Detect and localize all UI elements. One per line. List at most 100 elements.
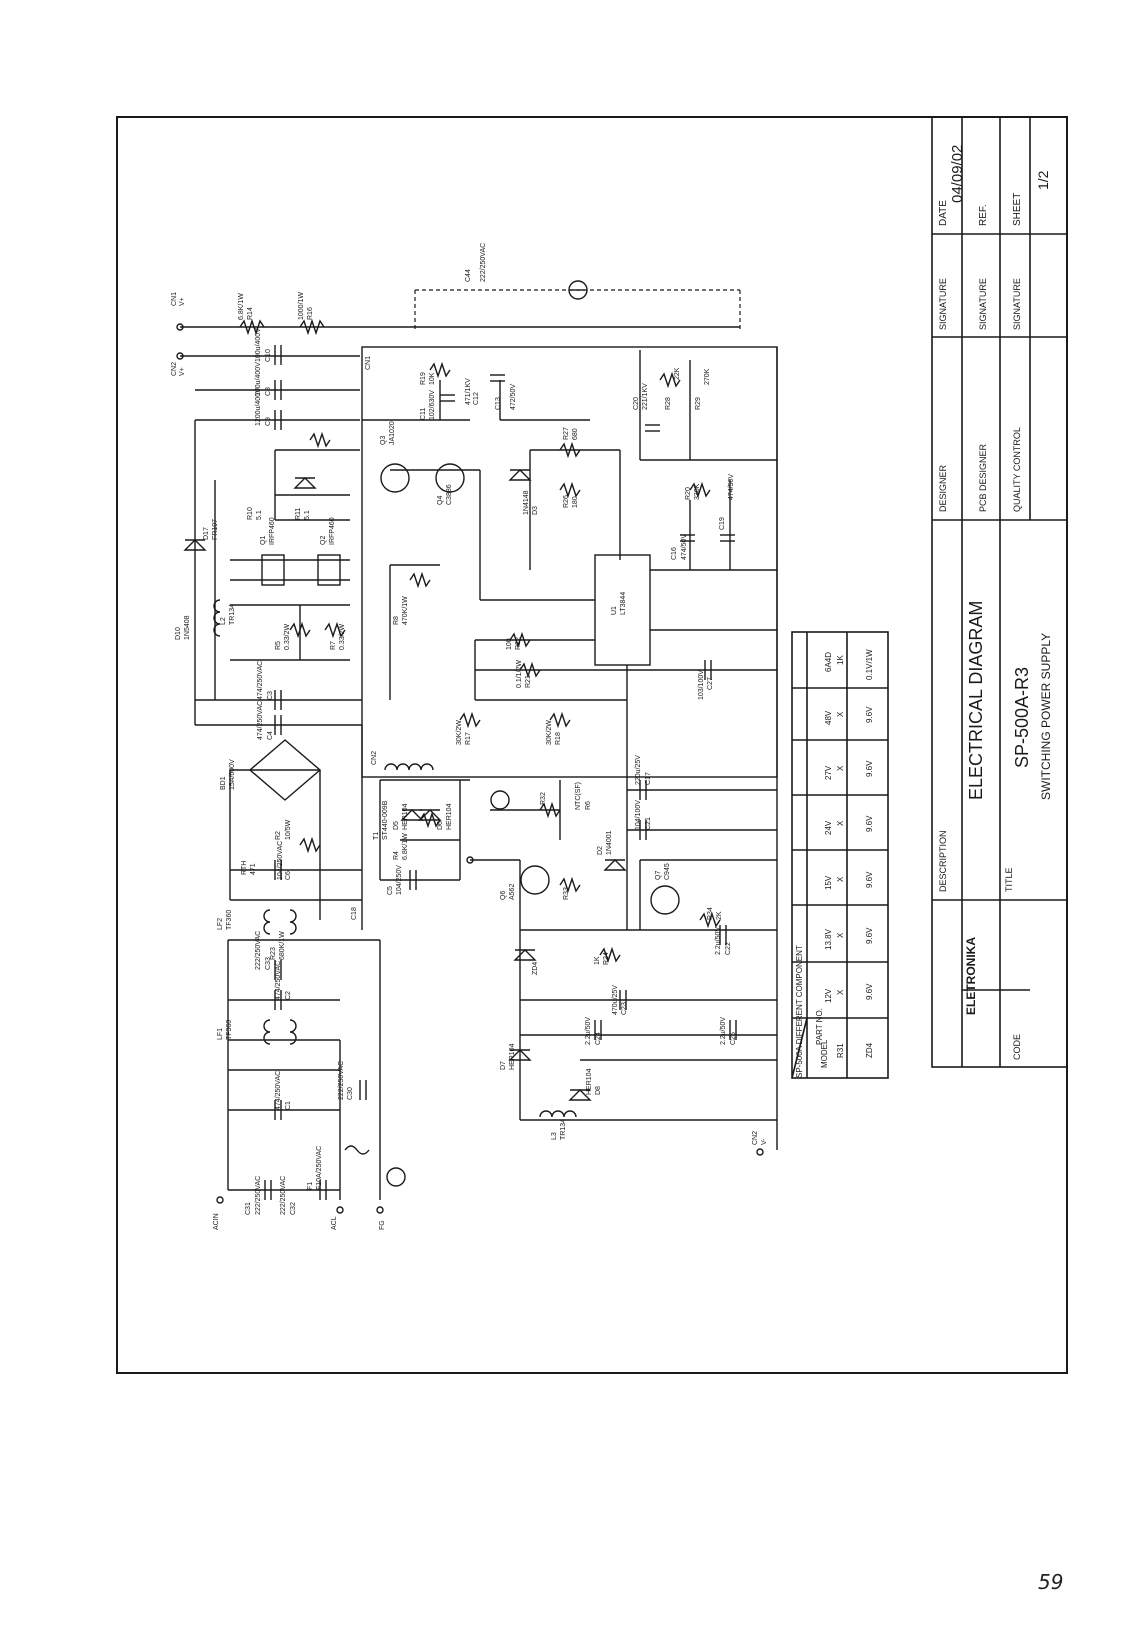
label-q2: Q2 [320, 536, 327, 545]
label-t1-val: ST440-009B [382, 800, 389, 840]
sheet-label: SHEET [1012, 193, 1023, 226]
parts-table-header: SP-500A DIFFERENT COMPONENT [795, 945, 804, 1078]
label-cn2-bottom: CN2 [752, 1131, 759, 1145]
label-d10: D10 [175, 627, 182, 640]
label-r4-val: 6.8K/1W [402, 833, 409, 860]
signature-label-2: SIGNATURE [978, 278, 988, 330]
label-f1-val: F10A/250VAC [316, 1146, 323, 1190]
signature-label-3: SIGNATURE [1012, 278, 1022, 330]
label-d8: D8 [595, 1086, 602, 1095]
label-r16-val: 1000/1W [298, 292, 305, 320]
label-r19: R19 [420, 372, 427, 385]
label-c5: C5 [387, 886, 394, 895]
label-d3-val: 1N4148 [523, 490, 530, 515]
label-bd1: BD1 [220, 776, 227, 790]
label-c12: C12 [473, 392, 480, 405]
label-r28: R28 [665, 397, 672, 410]
label-q4: Q4 [437, 496, 444, 505]
parts-cell: 1K [836, 655, 845, 665]
title-block-text: DATE 04/09/02 REF. SHEET 1/2 SIGNATURE S… [938, 145, 1053, 1060]
parts-cell: 0.1V/1W [865, 649, 874, 680]
parts-cell: X [836, 711, 845, 717]
label-d5: D5 [393, 821, 400, 830]
label-r18-val: 30K/2W [546, 720, 553, 745]
parts-cell: 9.6V [865, 815, 874, 832]
pcb-designer-label: PCB DESIGNER [978, 443, 988, 512]
label-r27: R27 [563, 427, 570, 440]
label-u1: U1 [611, 606, 618, 615]
parts-table-model-label: MODEL [820, 1039, 829, 1068]
label-d17-val: FR107 [212, 519, 219, 540]
signature-label-1: SIGNATURE [938, 278, 948, 330]
label-r24-val: 1K [594, 956, 601, 965]
label-c5-val: 104/250V [396, 865, 403, 895]
label-r24: R24 [603, 952, 610, 965]
quality-control-label: QUALITY CONTROL [1012, 427, 1022, 512]
label-q7: Q7 [655, 871, 662, 880]
label-lf1-val: TF360 [226, 1020, 233, 1040]
label-r29-val: 270K [704, 368, 711, 385]
label-c20: C20 [633, 397, 640, 410]
parts-cell: 9.6V [865, 760, 874, 777]
label-r18: R18 [555, 732, 562, 745]
parts-row-zd4: ZD4 [865, 1042, 874, 1058]
label-d2: D2 [597, 846, 604, 855]
company-logo: ELETRONIKA [964, 937, 978, 1015]
label-c18: C18 [351, 907, 358, 920]
label-c8-val: 100u/400V [255, 362, 262, 396]
label-r10-val: 5.1 [256, 510, 263, 520]
label-q3: Q3 [380, 436, 387, 445]
label-q4-val: C3886 [446, 484, 453, 505]
label-r26: R26 [563, 495, 570, 508]
label-c16-val: 474/50V [681, 534, 688, 560]
label-c23-val: 470u/25V [612, 985, 619, 1015]
label-r21: R21 [525, 675, 532, 688]
label-r11-val: 5.1 [304, 510, 311, 520]
label-t1: T1 [373, 832, 380, 840]
label-r17-val: 30K/2W [456, 720, 463, 745]
label-c31: C31 [245, 1202, 252, 1215]
label-c20-val: 221/1KV [642, 383, 649, 410]
parts-cell: X [836, 932, 845, 938]
parts-table [791, 631, 889, 1079]
label-c19: C19 [719, 517, 726, 530]
label-r23: R23 [270, 947, 277, 960]
label-c44-val: 222/250VAC [480, 243, 487, 282]
label-c25-val: 2.2u/50V [720, 1017, 727, 1045]
label-r10: R10 [247, 507, 254, 520]
label-c6-val: 104/250VAC [277, 841, 284, 880]
label-r23-val: 680K/1W [279, 931, 286, 960]
label-c30: C30 [347, 1087, 354, 1100]
label-r20-val: 330K [694, 483, 701, 500]
label-l2-val: TR134 [229, 604, 236, 625]
label-vminus-bottom: V- [761, 1138, 768, 1145]
label-c17: C17 [645, 772, 652, 785]
label-fg: FG [379, 1220, 386, 1230]
label-r2-val: 10/5W [285, 819, 292, 840]
label-d5-val: HER104 [402, 803, 409, 830]
label-c16: C16 [671, 547, 678, 560]
schematic-wires [180, 289, 778, 1200]
label-c27: C27 [707, 677, 714, 690]
parts-table-text: SP-500A DIFFERENT COMPONENT MODEL PART N… [795, 649, 874, 1078]
label-d3: D3 [532, 506, 539, 515]
parts-table-part-no-label: PART NO. [815, 1008, 824, 1045]
label-c6: C6 [285, 871, 292, 880]
label-c9: C9 [265, 417, 272, 426]
label-c12-val: 471/1KV [465, 378, 472, 405]
label-r7: R7 [330, 641, 337, 650]
label-r5-val: 0.33/2W [284, 624, 291, 650]
label-l2: L2 [220, 617, 227, 625]
label-r27-val: 680 [572, 428, 579, 440]
label-vplus-top: V+ [179, 297, 186, 306]
title-value-1: SP-500A-R3 [1012, 667, 1032, 768]
date-value: 04/09/02 [949, 145, 966, 203]
label-c32: C32 [290, 1202, 297, 1215]
label-c21-val: 104/100V [635, 800, 642, 830]
label-d6: D6 [437, 821, 444, 830]
parts-cell: 9.6V [865, 983, 874, 1000]
label-d17: D17 [203, 527, 210, 540]
label-r4: R4 [393, 851, 400, 860]
label-c30-val: 222/250VAC [338, 1061, 345, 1100]
label-f1: F1 [307, 1182, 314, 1190]
